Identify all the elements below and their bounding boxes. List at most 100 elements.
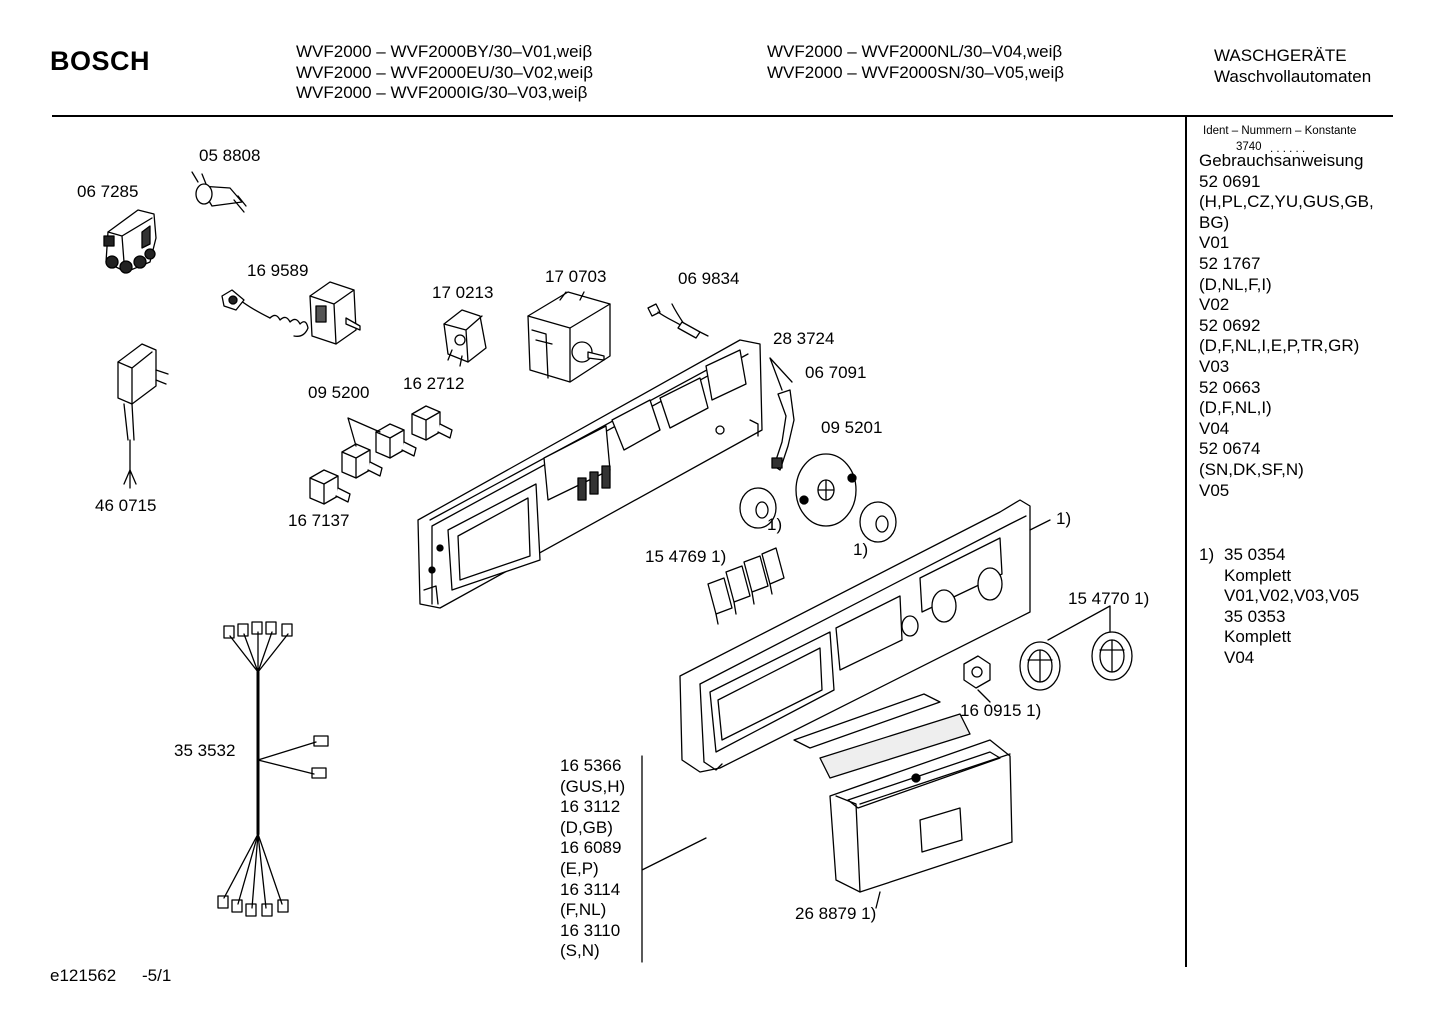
variant-line: 16 3114 [560, 879, 621, 899]
sidebar-line: V05 [1199, 480, 1230, 500]
sidebar-line: (D,F,NL,I,E,P,TR,GR) [1199, 336, 1360, 356]
variant-line: 16 3112 [560, 797, 621, 817]
sidebar-dots: . . . . . . [1270, 143, 1306, 155]
footnote-line: 35 0353 [1224, 606, 1286, 626]
sidebar-line: 52 0692 [1199, 315, 1261, 335]
model-line: WVF2000 – WVF2000IG/30–V03,weiβ [296, 83, 588, 102]
small-cable-part [648, 304, 708, 338]
part-label: 46 0715 [95, 496, 157, 515]
part-label: 15 4769 1) [645, 547, 727, 566]
sidebar-line: V03 [1199, 356, 1230, 376]
part-label: 35 3532 [174, 741, 236, 760]
footnote-ref: 1) [853, 540, 869, 559]
part-label: 26 8879 1) [795, 904, 877, 923]
sidebar-line: V04 [1199, 418, 1230, 438]
push-switch-part [376, 424, 416, 458]
variant-line: 16 5366 [560, 756, 622, 775]
model-list-right: WVF2000 – WVF2000NL/30–V04,weiβ WVF2000 … [767, 42, 1064, 83]
leader-line [348, 418, 380, 446]
part-label: 06 7091 [805, 363, 867, 382]
control-knob-part [1020, 642, 1060, 690]
footnote-ref: 1) [1056, 509, 1072, 528]
footnote-marker: 1) [1199, 545, 1215, 564]
part-label: 06 7285 [77, 182, 139, 201]
variant-line: (F,NL) [560, 900, 607, 920]
relay-part [444, 310, 486, 366]
leader-line [1048, 606, 1110, 640]
sidebar-line: (D,F,NL,I) [1199, 398, 1272, 418]
variant-line: (E,P) [560, 858, 599, 878]
footnote-line: V04 [1224, 647, 1255, 667]
part-label: 09 5201 [821, 418, 883, 437]
sidebar-line: (SN,DK,SF,N) [1199, 459, 1304, 479]
encoder-disk-part [796, 454, 856, 526]
variant-line: (GUS,H) [560, 776, 626, 796]
part-label: 16 9589 [247, 261, 309, 280]
footnote-list: 35 0354 Komplett V01,V02,V03,V05 35 0353… [1224, 545, 1359, 669]
footnote-line: Komplett [1224, 627, 1292, 647]
leader-line [1030, 520, 1050, 530]
part-label: 09 5200 [308, 383, 370, 402]
timer-part [528, 292, 610, 382]
variant-line: (S,N) [560, 941, 600, 961]
sidebar-line: (D,NL,F,I) [1199, 274, 1272, 294]
leader-line [642, 756, 706, 962]
mains-plug-part [118, 344, 168, 488]
small-knob-part [964, 656, 990, 688]
footnote-line: V01,V02,V03,V05 [1224, 586, 1360, 606]
sidebar-line: Gebrauchsanweisung [1199, 151, 1364, 170]
control-knob-part [1092, 632, 1132, 680]
display-window-part [794, 694, 970, 778]
terminal-block-part [104, 210, 156, 273]
brand-logo: BOSCH [50, 46, 151, 76]
leader-line [978, 690, 990, 702]
sidebar-line: (H,PL,CZ,YU,GUS,GB, [1199, 192, 1374, 212]
model-line: WVF2000 – WVF2000EU/30–V02,weiβ [296, 62, 594, 82]
header-divider [52, 115, 1393, 117]
parts-drawing [0, 0, 1180, 1000]
sidebar-line: V01 [1199, 233, 1230, 253]
model-line: WVF2000 – WVF2000SN/30–V05,weiβ [767, 62, 1065, 82]
footnote-line: 35 0354 [1224, 545, 1286, 564]
push-switch-part [412, 406, 452, 440]
model-line: WVF2000 – WVF2000NL/30–V04,weiβ [767, 42, 1063, 61]
knob-bushing-part [740, 488, 776, 528]
clip-part [772, 390, 794, 470]
variant-line: (D,GB) [560, 817, 613, 837]
part-label: 16 7137 [288, 511, 350, 530]
push-button-part [708, 548, 784, 624]
category-label: WASCHGERÄTE Waschvollautomaten [1214, 46, 1371, 87]
part-label: 17 0213 [432, 283, 494, 302]
knob-bushing-part [860, 502, 896, 542]
part-label: 05 8808 [199, 146, 261, 165]
wiring-harness-part [218, 622, 328, 916]
variant-line: 16 6089 [560, 838, 622, 858]
program-switch-part [222, 282, 360, 344]
capacitor-part [192, 172, 246, 212]
part-label: 17 0703 [545, 267, 607, 286]
model-line: WVF2000 – WVF2000BY/30–V01,weiβ [296, 42, 593, 61]
sidebar-line: 52 0691 [1199, 171, 1261, 191]
page-number: -5/1 [142, 966, 172, 985]
footnote-ref: 1) [767, 515, 783, 534]
variant-line: 16 3110 [560, 920, 621, 940]
part-label: 16 0915 1) [960, 701, 1042, 720]
sidebar-line: 52 0674 [1199, 439, 1261, 459]
variant-part-list: 16 5366 (GUS,H) 16 3112 (D,GB) 16 6089 (… [560, 756, 625, 962]
part-label: 28 3724 [773, 329, 835, 348]
model-list-left: WVF2000 – WVF2000BY/30–V01,weiβ WVF2000 … [296, 42, 593, 104]
part-label: 15 4770 1) [1068, 589, 1150, 608]
sidebar-heading: Ident – Nummern – Konstante [1203, 125, 1357, 137]
front-panel-part [680, 500, 1030, 772]
sidebar-line: 52 1767 [1199, 253, 1261, 273]
push-switch-part [310, 470, 350, 504]
category-line: Waschvollautomaten [1214, 66, 1372, 86]
sidebar-line: BG) [1199, 212, 1230, 232]
category-line: WASCHGERÄTE [1214, 46, 1347, 65]
detergent-drawer-part [830, 740, 1012, 892]
part-label: 06 9834 [678, 269, 740, 288]
sidebar-code: 3740 [1236, 141, 1262, 153]
part-label: 16 2712 [403, 374, 465, 393]
leader-line [770, 358, 792, 390]
